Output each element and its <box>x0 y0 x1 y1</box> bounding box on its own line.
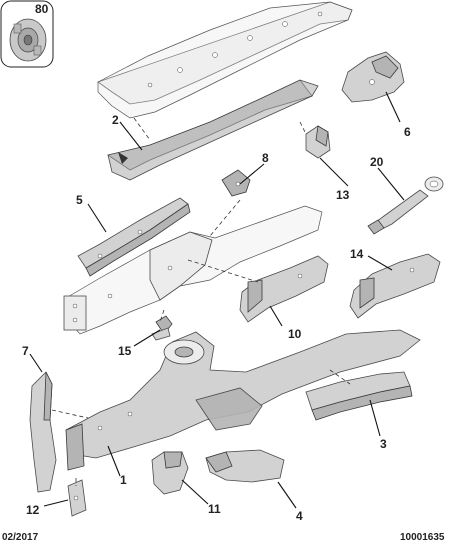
wheel-arch-part-4[interactable] <box>205 449 285 483</box>
bracket-part-13[interactable] <box>305 125 331 159</box>
cross-member-part-2[interactable] <box>107 79 319 181</box>
leader-lines <box>29 91 405 509</box>
callout-12[interactable]: 12 <box>26 503 40 517</box>
callout-14[interactable]: 14 <box>350 247 364 261</box>
callout-15[interactable]: 15 <box>118 344 132 358</box>
callout-1[interactable]: 1 <box>120 473 127 487</box>
callout-10[interactable]: 10 <box>288 327 302 341</box>
inner-panel-part-10[interactable] <box>239 255 329 323</box>
lower-rail-part-3[interactable] <box>305 371 413 421</box>
cowl-panel[interactable] <box>97 1 353 119</box>
callout-3[interactable]: 3 <box>380 437 387 451</box>
callout-20[interactable]: 20 <box>370 155 384 169</box>
plate-part-8[interactable] <box>221 169 251 197</box>
bracket-part-11[interactable] <box>151 451 189 495</box>
pillar-part-7[interactable] <box>29 371 57 493</box>
thumbnail-label: 80 <box>35 2 49 16</box>
bracket-part-6[interactable] <box>341 51 405 103</box>
upper-rail-part-5[interactable] <box>77 197 191 277</box>
footer-date: 02/2017 <box>2 532 39 543</box>
plate-part-12[interactable] <box>67 479 87 517</box>
callout-11[interactable]: 11 <box>208 502 221 516</box>
callout-8[interactable]: 8 <box>262 151 269 165</box>
callout-2[interactable]: 2 <box>112 113 119 127</box>
footer-reference: 10001635 <box>400 532 445 543</box>
assembly-lines <box>51 117 351 486</box>
callouts: 2 6 13 8 20 5 14 10 15 7 1 11 4 3 12 <box>22 113 411 523</box>
thumbnail-reference[interactable]: 80 <box>0 0 54 68</box>
wheel-hub-icon <box>9 18 47 62</box>
callout-5[interactable]: 5 <box>76 193 83 207</box>
main-rail-part-1[interactable] <box>65 329 421 471</box>
callout-4[interactable]: 4 <box>296 509 303 523</box>
callout-13[interactable]: 13 <box>336 188 350 202</box>
callout-6[interactable]: 6 <box>404 125 411 139</box>
inner-panel-part-14[interactable] <box>349 253 441 319</box>
clip-part-15[interactable] <box>151 315 173 341</box>
front-end-plate <box>63 295 87 331</box>
callout-7[interactable]: 7 <box>22 344 29 358</box>
tow-hook-part-20[interactable] <box>367 176 444 235</box>
front-structure-assembly[interactable] <box>63 205 323 335</box>
